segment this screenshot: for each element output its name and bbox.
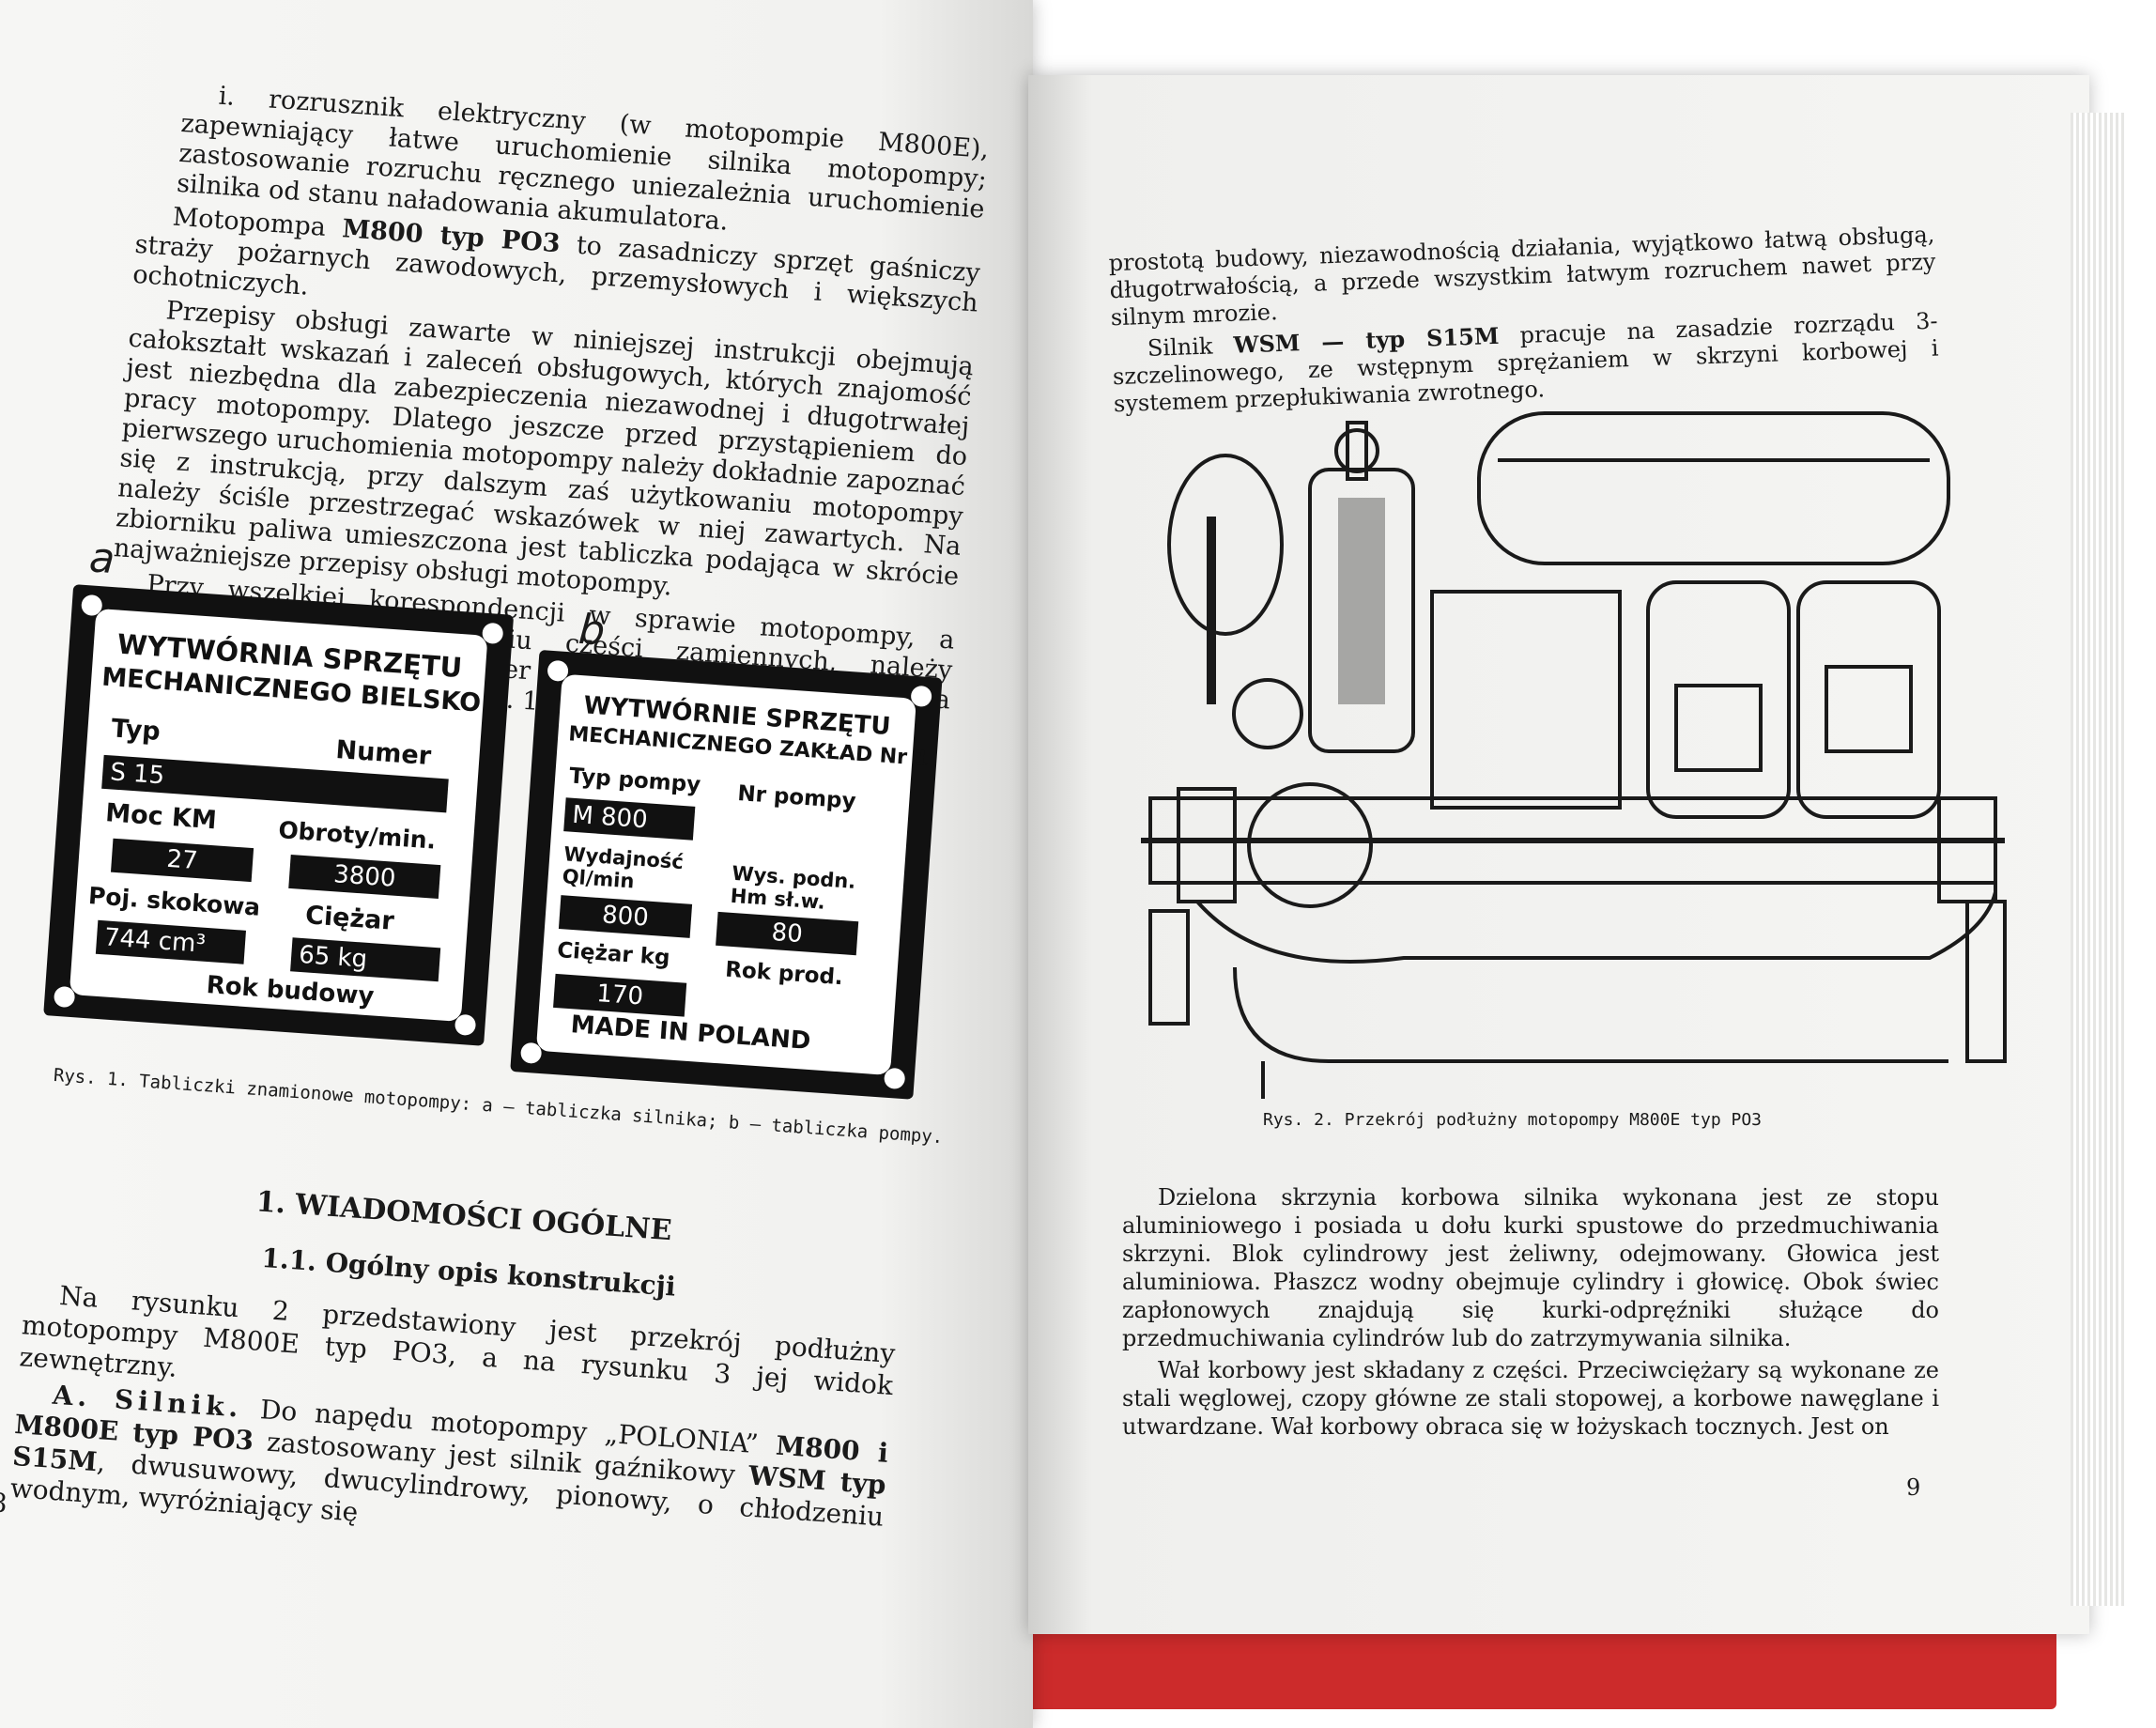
label-obroty: Obroty/min. [277, 816, 438, 855]
label-wydajnosc: Wydajność Ql/min [561, 842, 685, 893]
right-text-top: prostotą budowy, niezawodnością działani… [1108, 222, 1940, 423]
section-title: 1. WIADOMOŚCI OGÓLNE [254, 1185, 673, 1248]
outlet-flange [1937, 796, 1997, 903]
right-page: prostotą budowy, niezawodnością działani… [1028, 75, 2089, 1634]
paragraph-przepisy: Przepisy obsługi zawarte w niniejszej in… [112, 296, 975, 602]
value-moc: 27 [110, 838, 254, 883]
label-rok-prod: Rok prod. [724, 957, 844, 991]
value-rok-prod [712, 990, 861, 1001]
left-page: i. rozrusznik elektryczny (w motopompie … [0, 0, 1033, 1728]
nameplate-engine-panel: WYTWÓRNIA SPRZĘTU MECHANICZNEGO BIELSKO … [69, 608, 488, 1023]
left-text-bottom: Na rysunku 2 przedstawiony jest przekrój… [8, 1277, 897, 1568]
label-numer: Numer [334, 735, 433, 772]
label-typ: Typ [110, 714, 162, 747]
fuel-tank [1477, 411, 1950, 565]
valve-wheel [1334, 428, 1379, 473]
base-frame [1195, 891, 1997, 964]
label-moc: Moc KM [104, 798, 218, 836]
plate-a-letter: a [87, 533, 116, 584]
value-wydajnosc: 800 [558, 895, 693, 938]
page-number-right: 9 [1906, 1474, 1921, 1501]
value-typ-pompy: M 800 [563, 797, 696, 841]
value-pojemnosc: 744 cm³ [95, 919, 246, 964]
value-obroty: 3800 [288, 854, 441, 900]
value-ciezar: 65 kg [290, 937, 441, 982]
label-pojemnosc: Poj. skokowa [87, 882, 262, 921]
text-span: Silnik [1147, 332, 1235, 362]
paragraph-skrzynia: Dzielona skrzynia korbowa silnika wykona… [1122, 1184, 1939, 1351]
cylinder-right [1796, 580, 1941, 819]
label-wysokosc-podnoszenia: Wys. podn. Hm sł.w. [729, 861, 857, 914]
value-wysokosc-podnoszenia: 80 [716, 911, 859, 956]
nameplate-pump-panel: WYTWÓRNIE SPRZĘTU MECHANICZNEGO ZAKŁAD N… [535, 673, 930, 1076]
exhaust-pipe [1233, 966, 1948, 1063]
label-ciezar-kg: Ciężar kg [556, 938, 671, 971]
support-leg-left [1148, 909, 1190, 1026]
page-number-left: 8 [0, 1487, 8, 1520]
paragraph-wal-korbowy: Wał korbowy jest składany z części. Prze… [1122, 1357, 1939, 1440]
figure-2-caption: Rys. 2. Przekrój podłużny motopompy M800… [1263, 1110, 1763, 1130]
sight-tube [1207, 517, 1216, 704]
label-ciezar: Ciężar [304, 901, 395, 936]
engine-block [1430, 590, 1622, 810]
support-leg-right [1965, 900, 2007, 1063]
piston-right [1825, 665, 1913, 753]
label-nr-pompy: Nr pompy [736, 781, 857, 814]
inlet-flange [1177, 787, 1237, 903]
nameplate-engine: WYTWÓRNIA SPRZĘTU MECHANICZNEGO BIELSKO … [43, 584, 515, 1046]
figure-2-cross-section [1141, 411, 2007, 1099]
value-nr-pompy [716, 811, 883, 824]
pressure-gauge [1232, 678, 1303, 749]
label-rok-budowy: Rok budowy [205, 971, 376, 1011]
right-text-bottom: Dzielona skrzynia korbowa silnika wykona… [1122, 1183, 1939, 1444]
page-edges [2071, 113, 2127, 1606]
piston-left [1674, 684, 1763, 772]
pump-impeller [1247, 782, 1373, 908]
pump-core [1338, 498, 1385, 704]
air-vessel [1167, 454, 1284, 636]
plate-b-letter: b [577, 605, 607, 656]
left-page-content: i. rozrusznik elektryczny (w motopompie … [0, 0, 1033, 1728]
subsection-title: 1.1. Ogólny opis konstrukcji [260, 1242, 677, 1303]
label-made-in-poland: MADE IN POLAND [569, 1011, 812, 1057]
valve-stem [1346, 421, 1368, 481]
cylinder-left [1646, 580, 1791, 819]
label-typ-pompy: Typ pompy [568, 764, 701, 798]
nameplate-pump: WYTWÓRNIE SPRZĘTU MECHANICZNEGO ZAKŁAD N… [510, 649, 943, 1100]
